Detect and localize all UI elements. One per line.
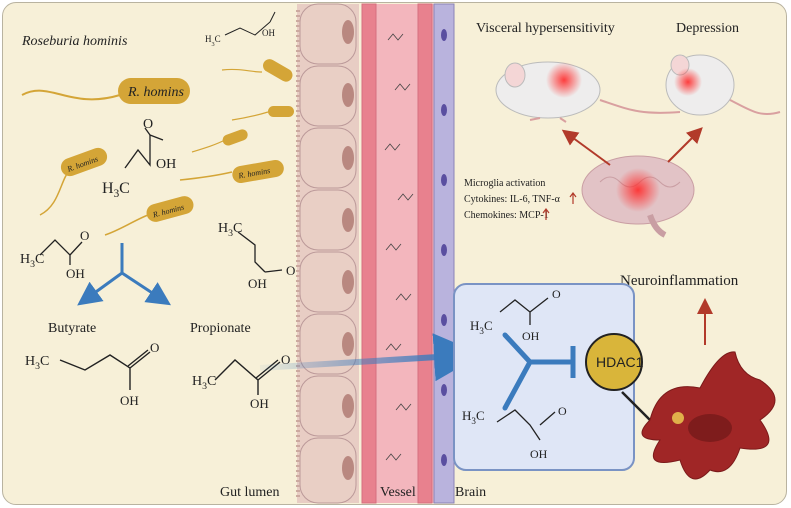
mouse-visceral-icon [495,61,681,123]
svg-text:OH: OH [522,329,540,343]
svg-text:OH: OH [530,447,548,461]
h3c-label: H3C [25,354,49,372]
visceral-label: Visceral hypersensitivity [476,21,615,36]
microglia-note: Microglia activation [464,178,545,189]
cytokines-note: Cytokines: IL-6, TNF-α [464,194,561,205]
svg-text:O: O [150,340,159,355]
bacterium-tiny-1 [221,59,293,82]
h3c-label: H3C [20,252,44,270]
vessel-label: Vessel [380,485,416,500]
svg-text:OH: OH [66,266,85,281]
h3c-label: H3C [192,374,216,392]
svg-text:O: O [143,117,153,132]
brain-barrier [433,3,455,504]
propionate-label: Propionate [190,321,251,336]
svg-text:O: O [552,287,561,301]
propionate-scatter-1 [39,239,83,265]
h3c-label: H3C [462,408,485,426]
butyrate-label: Butyrate [48,321,96,336]
svg-text:OH: OH [262,28,275,38]
butyrate-scatter-top [224,11,276,36]
butyrate-structure [59,349,151,390]
h3c-label: H3C [218,221,242,239]
gut-epithelium [296,3,359,504]
split-arrow [77,243,172,306]
h3c-label: H3C [102,180,130,200]
svg-text:O: O [80,228,89,243]
h3c-label: H3C [470,318,493,336]
bacterium-tiny-3 [191,129,248,153]
bacterium-label: R. homins [127,85,185,100]
svg-text:OH: OH [156,157,176,172]
chemokines-note: Chemokines: MCP-1 [464,210,549,221]
svg-text:O: O [558,404,567,418]
gut-lumen-label: Gut lumen [220,485,280,500]
svg-text:O: O [286,263,295,278]
brain-label: Brain [455,485,486,500]
bacterium-small-2: R. homins [104,196,194,236]
hdac-inhibition-box: H3C OH O H3C OH O [453,283,635,471]
svg-text:OH: OH [250,396,269,411]
title: Roseburia hominis [21,34,128,49]
svg-text:OH: OH [120,393,139,408]
depression-label: Depression [676,21,739,36]
microglia-cell-icon [641,351,776,480]
arrow-to-visceral [561,129,611,166]
butyrate-scatter-1 [124,127,164,169]
bacterium-main: R. homins [21,78,190,104]
svg-text:OH: OH [248,276,267,291]
svg-text:HDAC1: HDAC1 [596,354,644,370]
neuroinflammation-label: Neuroinflammation [620,273,739,289]
vessel [361,3,434,504]
svg-text:O: O [281,352,290,367]
butyrate-scatter-2 [237,231,283,273]
h3c-label: H3C [205,34,221,48]
bacterium-small-3: R. homins [179,159,284,184]
transport-arrow [259,333,482,382]
brain-icon [581,155,695,238]
bacterium-tiny-2 [231,106,294,121]
arrow-to-depression [667,127,703,163]
bacterium-small-1: R. homins [39,147,108,216]
mouse-depression-icon [665,54,781,116]
